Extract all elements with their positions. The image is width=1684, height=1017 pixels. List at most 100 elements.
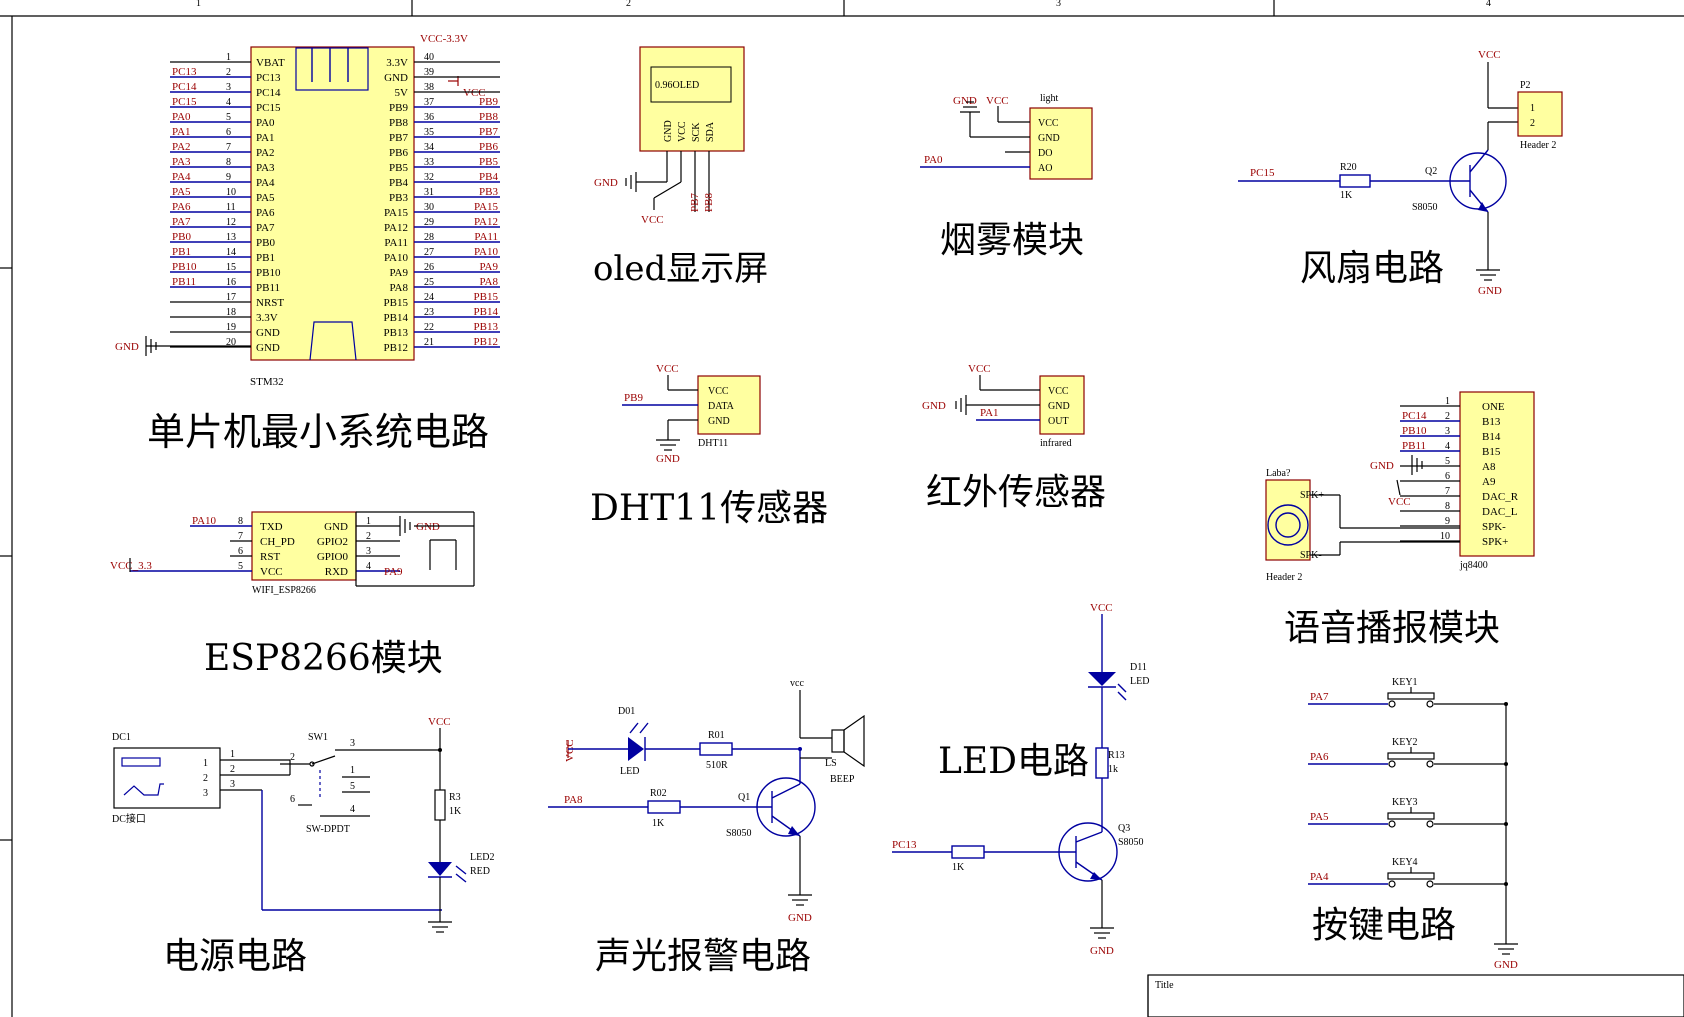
fan-module: VCC P2 1 2 Header 2 PC15 R20 1K Q2 S8050… bbox=[1238, 49, 1563, 297]
oled-gnd: GND bbox=[594, 177, 618, 189]
dc-pin-3: 3 bbox=[203, 788, 208, 799]
mcu-pin-number: 21 bbox=[424, 337, 434, 348]
sw-pin-3: 3 bbox=[350, 738, 355, 749]
led-base-resistor bbox=[951, 845, 985, 859]
mcu-pin-number: 19 bbox=[226, 322, 236, 333]
mcu-net-label: PB0 bbox=[172, 231, 191, 243]
fan-vcc: VCC bbox=[1478, 49, 1501, 61]
dc-name: DC接口 bbox=[112, 812, 146, 825]
smoke-name: light bbox=[1040, 93, 1059, 104]
mcu-pin-name: PA11 bbox=[384, 237, 408, 249]
mcu-net-label: PA1 bbox=[172, 126, 191, 138]
led-d: D11 bbox=[1130, 662, 1147, 673]
esp-pin-name: TXD bbox=[260, 521, 283, 533]
jq8400-pin-name: SPK+ bbox=[1482, 536, 1508, 548]
voice-title: 语音播报模块 bbox=[1284, 608, 1500, 649]
stm32-top-power: VCC-3.3V bbox=[420, 33, 468, 45]
mcu-pin-name: PA9 bbox=[389, 267, 408, 279]
jq8400-pin-name: B14 bbox=[1482, 431, 1501, 443]
mcu-pin-name: PC14 bbox=[256, 87, 281, 99]
mcu-net-label: PB14 bbox=[474, 306, 499, 318]
key-contact bbox=[1426, 820, 1434, 828]
jq8400-name: jq8400 bbox=[1459, 560, 1488, 571]
mcu-pin-number: 5 bbox=[226, 112, 231, 123]
key-button[interactable] bbox=[1387, 752, 1435, 760]
esp-pin-number: 8 bbox=[238, 516, 243, 527]
led-q: Q3 bbox=[1118, 823, 1130, 834]
mcu-pin-name: PA3 bbox=[256, 162, 275, 174]
esp-title: ESP8266模块 bbox=[204, 638, 443, 679]
key-name: KEY2 bbox=[1392, 737, 1418, 748]
jq8400-pin-number: 1 bbox=[1445, 396, 1450, 407]
ir-name: infrared bbox=[1040, 438, 1072, 449]
esp-net-label: PA9 bbox=[384, 566, 403, 578]
key-contact bbox=[1388, 820, 1396, 828]
mcu-net-label: PB4 bbox=[479, 171, 498, 183]
dht-pin-1: VCC bbox=[708, 386, 729, 397]
mcu-net-label: PB12 bbox=[474, 336, 498, 348]
mcu-net-label: PA10 bbox=[474, 246, 499, 258]
esp-net-label: PA10 bbox=[192, 515, 217, 527]
esp-pin-name: RXD bbox=[325, 566, 348, 578]
mcu-pin-number: 26 bbox=[424, 262, 434, 273]
mcu-net-label: PB13 bbox=[474, 321, 499, 333]
mcu-net-label: PA0 bbox=[172, 111, 191, 123]
sw-pin-6: 6 bbox=[290, 794, 295, 805]
led-diode bbox=[1088, 672, 1116, 686]
ir-pin-1: VCC bbox=[1048, 386, 1069, 397]
esp-pin-name: GND bbox=[324, 521, 348, 533]
speaker-icon bbox=[1267, 504, 1309, 546]
fan-header-body bbox=[1517, 91, 1563, 137]
led-r-val: 1k bbox=[1108, 764, 1118, 775]
mcu-pin-number: 31 bbox=[424, 187, 434, 198]
buzzer-name: BEEP bbox=[830, 774, 855, 785]
mcu-pin-name: PA15 bbox=[384, 207, 409, 219]
oled-screen bbox=[650, 66, 732, 103]
alarm-led-name: LED bbox=[620, 766, 639, 777]
buzzer-vcc: vcc bbox=[790, 678, 804, 689]
mcu-net-label: PB8 bbox=[479, 111, 498, 123]
power-module: DC1 DC接口 1 2 3 1 2 3 SW1 2 3 1 5 6 4 SW-… bbox=[112, 716, 494, 933]
mcu-net-label: PC14 bbox=[172, 81, 197, 93]
mcu-pin-name: PB6 bbox=[389, 147, 408, 159]
junction-dot bbox=[1504, 882, 1508, 886]
key-button[interactable] bbox=[1387, 692, 1435, 700]
mcu-pin-number: 24 bbox=[424, 292, 434, 303]
mcu-pin-number: 22 bbox=[424, 322, 434, 333]
zone-2: 2 bbox=[626, 0, 631, 9]
mcu-pin-number: 10 bbox=[226, 187, 236, 198]
key-contact bbox=[1426, 760, 1434, 768]
mcu-pin-name: PB11 bbox=[256, 282, 280, 294]
jq8400-pin-number: 5 bbox=[1445, 456, 1450, 467]
key-contact bbox=[1388, 880, 1396, 888]
jq8400-pin-number: 3 bbox=[1445, 426, 1450, 437]
mcu-pin-number: 15 bbox=[226, 262, 236, 273]
key-name: KEY1 bbox=[1392, 677, 1418, 688]
key-contact bbox=[1388, 760, 1396, 768]
key-button[interactable] bbox=[1387, 872, 1435, 880]
led-module: VCC D11 LED R13 1k PC13 1K Q3 S8050 GND bbox=[892, 602, 1149, 957]
key-button[interactable] bbox=[1387, 812, 1435, 820]
mcu-net-label: PB7 bbox=[479, 126, 498, 138]
alarm-r2-val: 1K bbox=[652, 818, 665, 829]
jq8400-pin-name: DAC_R bbox=[1482, 491, 1519, 503]
alarm-q: Q1 bbox=[738, 792, 750, 803]
mcu-net-label: PB9 bbox=[479, 96, 498, 108]
mcu-pin-name: PB8 bbox=[389, 117, 408, 129]
mcu-net-label: PA15 bbox=[474, 201, 499, 213]
alarm-r2 bbox=[647, 800, 681, 814]
alarm-title: 声光报警电路 bbox=[595, 936, 811, 977]
jq8400-net-label: PB11 bbox=[1402, 440, 1426, 452]
buzzer-ref: LS bbox=[825, 758, 837, 769]
fan-header-pin-1: 1 bbox=[1530, 103, 1535, 114]
mcu-pin-name: NRST bbox=[256, 297, 284, 309]
mcu-pin-number: 33 bbox=[424, 157, 434, 168]
alarm-transistor bbox=[756, 777, 816, 837]
esp-pin-number: 2 bbox=[366, 531, 371, 542]
mcu-pin-number: 1 bbox=[226, 52, 231, 63]
